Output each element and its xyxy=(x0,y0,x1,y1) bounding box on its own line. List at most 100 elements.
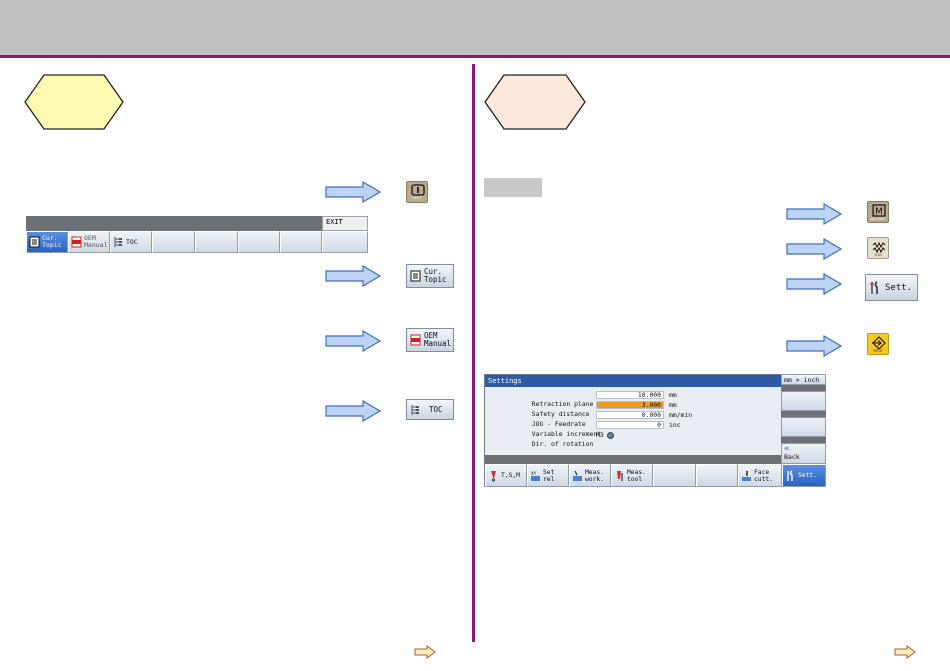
softkey-empty-h6[interactable] xyxy=(696,464,738,487)
info-icon xyxy=(411,184,425,196)
double-chevron-left-icon: « xyxy=(784,444,790,454)
cur-topic-key[interactable]: Cur. Topic xyxy=(406,264,454,288)
sett-key-label: Sett. xyxy=(885,282,913,293)
settings-horizontal-softkeys: T,S,M XY Set rel Meas. work. Meas. tool xyxy=(485,464,826,487)
arrow-help xyxy=(325,181,381,203)
machine-key-label: MACHINE xyxy=(870,217,886,221)
jog-key[interactable]: JOG xyxy=(867,237,889,259)
wrench-icon xyxy=(787,469,793,481)
softkey-set-rel[interactable]: XY Set rel xyxy=(527,464,569,487)
jog-feedrate-input[interactable]: 0.000 xyxy=(596,411,664,419)
oem-manual-key[interactable]: OEM Manual xyxy=(406,328,454,352)
softkey-empty-8[interactable] xyxy=(322,231,368,253)
settings-body: Retraction plane 10.000 mm Safety distan… xyxy=(485,387,781,455)
safety-distance-input[interactable]: 3.000 xyxy=(596,401,664,409)
softkey-sett[interactable]: Sett. xyxy=(782,464,826,487)
center-divider xyxy=(472,64,475,642)
help-softkeys: Cur. Topic OEM Manual TOC xyxy=(26,231,368,253)
row-jog-feedrate: JOG - Feedrate 0.000 mm/min xyxy=(531,411,693,428)
softkey-toc[interactable]: TOC xyxy=(110,231,152,253)
softkey-empty-6[interactable] xyxy=(238,231,280,253)
hexagon-left xyxy=(24,74,124,130)
toggle-rotation-icon[interactable] xyxy=(606,432,614,439)
arrow-jog xyxy=(786,238,842,260)
arrow-machine xyxy=(786,203,842,225)
sett-key[interactable]: Sett. xyxy=(865,274,918,301)
pdf-icon xyxy=(71,236,82,248)
next-page-arrow-right[interactable] xyxy=(894,645,916,659)
softkey-toc-label: TOC xyxy=(126,237,138,246)
next-page-arrow-left[interactable] xyxy=(414,645,436,659)
arrow-toc xyxy=(325,400,381,422)
softkey-vertical-2[interactable] xyxy=(781,391,826,411)
machine-icon: M xyxy=(872,204,886,217)
settings-screen: Settings Retraction plane 10.000 mm Safe… xyxy=(484,374,826,487)
softkey-meas-tool[interactable]: Meas. tool xyxy=(611,464,653,487)
row-retraction-plane: Retraction plane 10.000 mm xyxy=(531,391,677,408)
softkey-face-cutt[interactable]: Face cutt. xyxy=(738,464,782,487)
softkey-oem-manual[interactable]: OEM Manual xyxy=(68,231,110,253)
softkey-empty-h5[interactable] xyxy=(653,464,696,487)
softkey-empty-4[interactable] xyxy=(152,231,195,253)
settings-status-strip xyxy=(485,455,781,464)
softkey-tsm-label: T,S,M xyxy=(501,472,520,479)
softkey-meas-work-label: Meas. work. xyxy=(585,468,604,483)
wrench-icon xyxy=(870,280,878,294)
document-icon xyxy=(29,236,40,248)
row-safety-distance: Safety distance 3.000 mm xyxy=(531,401,677,418)
input-key[interactable]: INPUT xyxy=(867,333,889,355)
dir-rotation-value: M3 xyxy=(596,431,604,439)
softkey-sett-label: Sett. xyxy=(798,472,817,479)
help-softkey-bar: EXIT Cur. Topic OEM Manual xyxy=(26,216,368,253)
toc-key-label: TOC xyxy=(429,404,443,414)
gray-label-box xyxy=(484,178,542,197)
arrow-sett xyxy=(786,273,842,295)
softkey-empty-5[interactable] xyxy=(195,231,238,253)
jog-key-label: JOG xyxy=(874,253,882,257)
arrow-input xyxy=(786,335,842,357)
softkey-set-rel-label: Set rel xyxy=(543,468,555,483)
softkey-meas-tool-label: Meas. tool xyxy=(627,468,646,483)
arrow-cur-topic xyxy=(325,265,381,287)
help-key[interactable]: HELP xyxy=(406,181,428,203)
hexagon-right xyxy=(484,74,586,130)
face-cut-icon xyxy=(742,470,751,481)
measure-work-icon xyxy=(573,470,582,481)
settings-title: Settings xyxy=(485,375,781,387)
softkey-back-label: Back xyxy=(784,453,800,461)
softkey-tsm[interactable]: T,S,M xyxy=(485,464,527,487)
jog-icon xyxy=(872,241,886,254)
softkey-meas-work[interactable]: Meas. work. xyxy=(569,464,611,487)
exit-button[interactable]: EXIT xyxy=(322,216,368,231)
document-icon xyxy=(410,270,421,282)
oem-manual-key-label: OEM Manual xyxy=(424,331,452,348)
toc-key[interactable]: TOC xyxy=(406,399,454,420)
help-bar-strip xyxy=(26,216,322,231)
input-icon xyxy=(872,336,886,350)
header-band xyxy=(0,0,950,58)
input-key-label: INPUT xyxy=(873,349,883,353)
softkey-vertical-3[interactable] xyxy=(781,417,826,437)
measure-tool-icon xyxy=(617,470,623,481)
softkey-empty-7[interactable] xyxy=(280,231,322,253)
softkey-mm-inch[interactable]: mm > inch xyxy=(781,374,826,385)
variable-increment-input[interactable]: 0 xyxy=(596,421,664,429)
svg-text:M: M xyxy=(875,207,883,217)
tsm-icon xyxy=(491,470,496,482)
tree-icon xyxy=(114,237,122,247)
softkey-face-cutt-label: Face cutt. xyxy=(754,468,773,483)
softkey-oem-manual-label: OEM Manual xyxy=(84,234,108,249)
row-variable-increment: Variable increment 0 inc xyxy=(531,421,681,438)
svg-text:XY: XY xyxy=(531,471,537,476)
pdf-icon xyxy=(410,334,421,346)
softkey-cur-topic[interactable]: Cur. Topic xyxy=(26,231,68,253)
machine-key[interactable]: M MACHINE xyxy=(867,201,889,223)
row-dir-of-rotation: Dir. of rotation M3 xyxy=(501,431,614,448)
softkey-cur-topic-label: Cur. Topic xyxy=(42,234,62,249)
cur-topic-key-label: Cur. Topic xyxy=(424,267,447,284)
softkey-back[interactable]: « Back xyxy=(781,443,826,464)
tree-icon xyxy=(411,404,419,415)
help-key-label: HELP xyxy=(412,196,422,200)
retraction-plane-input[interactable]: 10.000 xyxy=(596,391,664,399)
